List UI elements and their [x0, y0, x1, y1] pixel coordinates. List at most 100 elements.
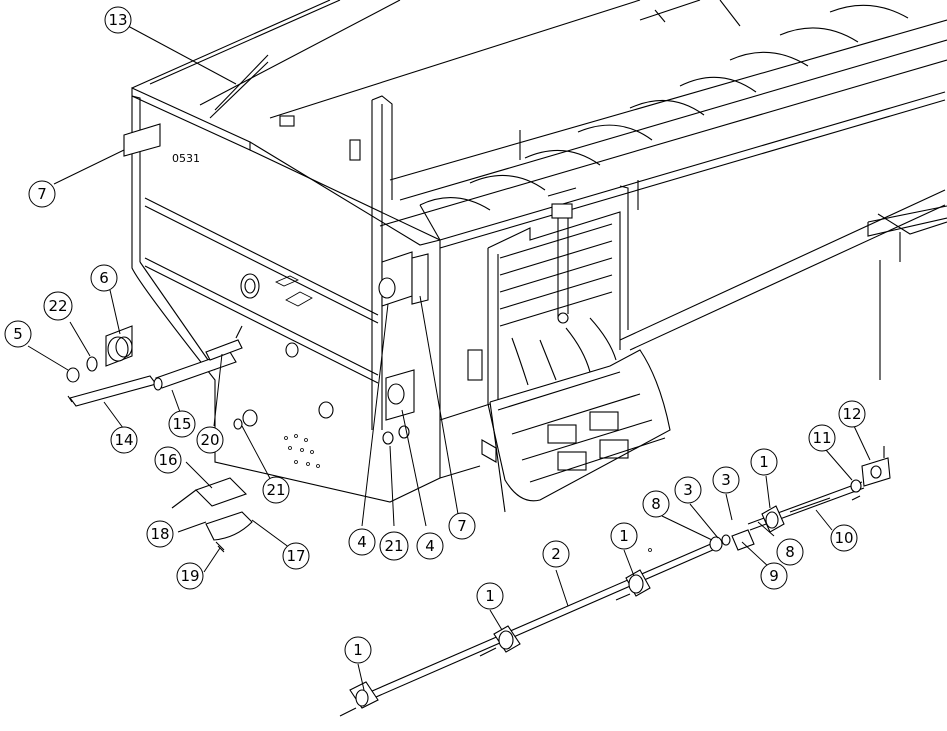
auger-flights	[419, 0, 909, 241]
callout-circle	[196, 426, 224, 454]
callout-number: 7	[457, 517, 467, 535]
callout-number: 2	[551, 545, 561, 563]
callout-circle	[379, 531, 409, 561]
callout-14: 14	[110, 426, 138, 454]
callout-circle	[808, 424, 836, 452]
callout-8: 8	[642, 490, 670, 518]
callout-number: 18	[150, 525, 169, 543]
bearing-1-right	[615, 569, 651, 601]
callout-21: 21	[262, 476, 290, 504]
callout-number: 1	[353, 641, 363, 659]
callout-4: 4	[348, 528, 376, 556]
callout-number: 13	[108, 11, 127, 29]
callout-circle	[674, 476, 702, 504]
callout-12: 12	[838, 400, 866, 428]
bearing-1-left	[339, 681, 379, 717]
callout-15: 15	[168, 410, 196, 438]
callout-number: 8	[785, 543, 795, 561]
callout-number: 3	[721, 471, 731, 489]
callout-number: 4	[425, 537, 435, 555]
callout-16: 16	[154, 446, 182, 474]
callout-circle	[154, 446, 182, 474]
callout-circle	[104, 6, 132, 34]
callout-circle	[262, 476, 290, 504]
callout-circle	[282, 542, 310, 570]
callout-number: 20	[200, 431, 219, 449]
callout-22: 22	[43, 291, 73, 321]
callout-circle	[476, 582, 504, 610]
callout-circle	[344, 636, 372, 664]
callout-10: 10	[830, 524, 858, 552]
callout-circle	[838, 400, 866, 428]
callout-1: 1	[750, 448, 778, 476]
callout-18: 18	[146, 520, 174, 548]
callout-number: 1	[759, 453, 769, 471]
callout-circle	[448, 512, 476, 540]
callout-8: 8	[776, 538, 804, 566]
callout-1: 1	[344, 636, 372, 664]
callout-4: 4	[416, 532, 444, 560]
hopper-housing	[131, 0, 947, 503]
callout-number: 17	[286, 547, 305, 565]
callout-circle	[90, 264, 118, 292]
callout-circle	[712, 466, 740, 494]
callout-number: 3	[683, 481, 693, 499]
callout-number: 15	[172, 415, 191, 433]
callout-number: 21	[384, 537, 403, 555]
callout-number: 8	[651, 495, 661, 513]
discharge-door-assembly	[467, 187, 671, 513]
callout-1: 1	[476, 582, 504, 610]
part-code-label: 0531	[172, 152, 200, 165]
callout-circle	[830, 524, 858, 552]
callout-circle	[610, 522, 638, 550]
callout-2: 2	[542, 540, 570, 568]
callout-circle	[28, 180, 56, 208]
callout-9: 9	[760, 562, 788, 590]
callout-number: 7	[37, 185, 47, 203]
callout-circle	[416, 532, 444, 560]
callout-number: 1	[619, 527, 629, 545]
callout-number: 10	[834, 529, 853, 547]
callout-circle	[176, 562, 204, 590]
callout-circle	[776, 538, 804, 566]
callout-circle	[146, 520, 174, 548]
left-exploded-parts	[66, 325, 253, 553]
callout-number: 11	[812, 429, 831, 447]
panel-hardware: 0531	[123, 123, 429, 468]
callout-number: 19	[180, 567, 199, 585]
callout-7: 7	[28, 180, 56, 208]
callout-21: 21	[379, 531, 409, 561]
callout-11: 11	[808, 424, 836, 452]
callout-13: 13	[104, 6, 132, 34]
callout-circle	[750, 448, 778, 476]
callout-7: 7	[448, 512, 476, 540]
callout-6: 6	[90, 264, 118, 292]
leader-lines	[27, 25, 871, 691]
callout-circle	[168, 410, 196, 438]
callout-number: 21	[266, 481, 285, 499]
callout-number: 9	[769, 567, 779, 585]
bolt-hole-pattern	[284, 434, 320, 468]
callout-number: 16	[158, 451, 177, 469]
callout-circle	[4, 320, 32, 348]
callout-circle	[43, 291, 73, 321]
callout-circle	[110, 426, 138, 454]
callout-circle	[348, 528, 376, 556]
callout-number: 6	[99, 269, 109, 287]
callout-circle	[642, 490, 670, 518]
callout-3: 3	[712, 466, 740, 494]
callout-number: 22	[48, 297, 67, 315]
callout-5: 5	[4, 320, 32, 348]
callout-number: 12	[842, 405, 861, 423]
callout-3: 3	[674, 476, 702, 504]
callout-circle	[760, 562, 788, 590]
callout-number: 4	[357, 533, 367, 551]
callout-19: 19	[176, 562, 204, 590]
callout-number: 14	[114, 431, 133, 449]
callout-circle	[542, 540, 570, 568]
shaft-assembly	[339, 446, 891, 717]
callout-number: 5	[13, 325, 23, 343]
callout-17: 17	[282, 542, 310, 570]
